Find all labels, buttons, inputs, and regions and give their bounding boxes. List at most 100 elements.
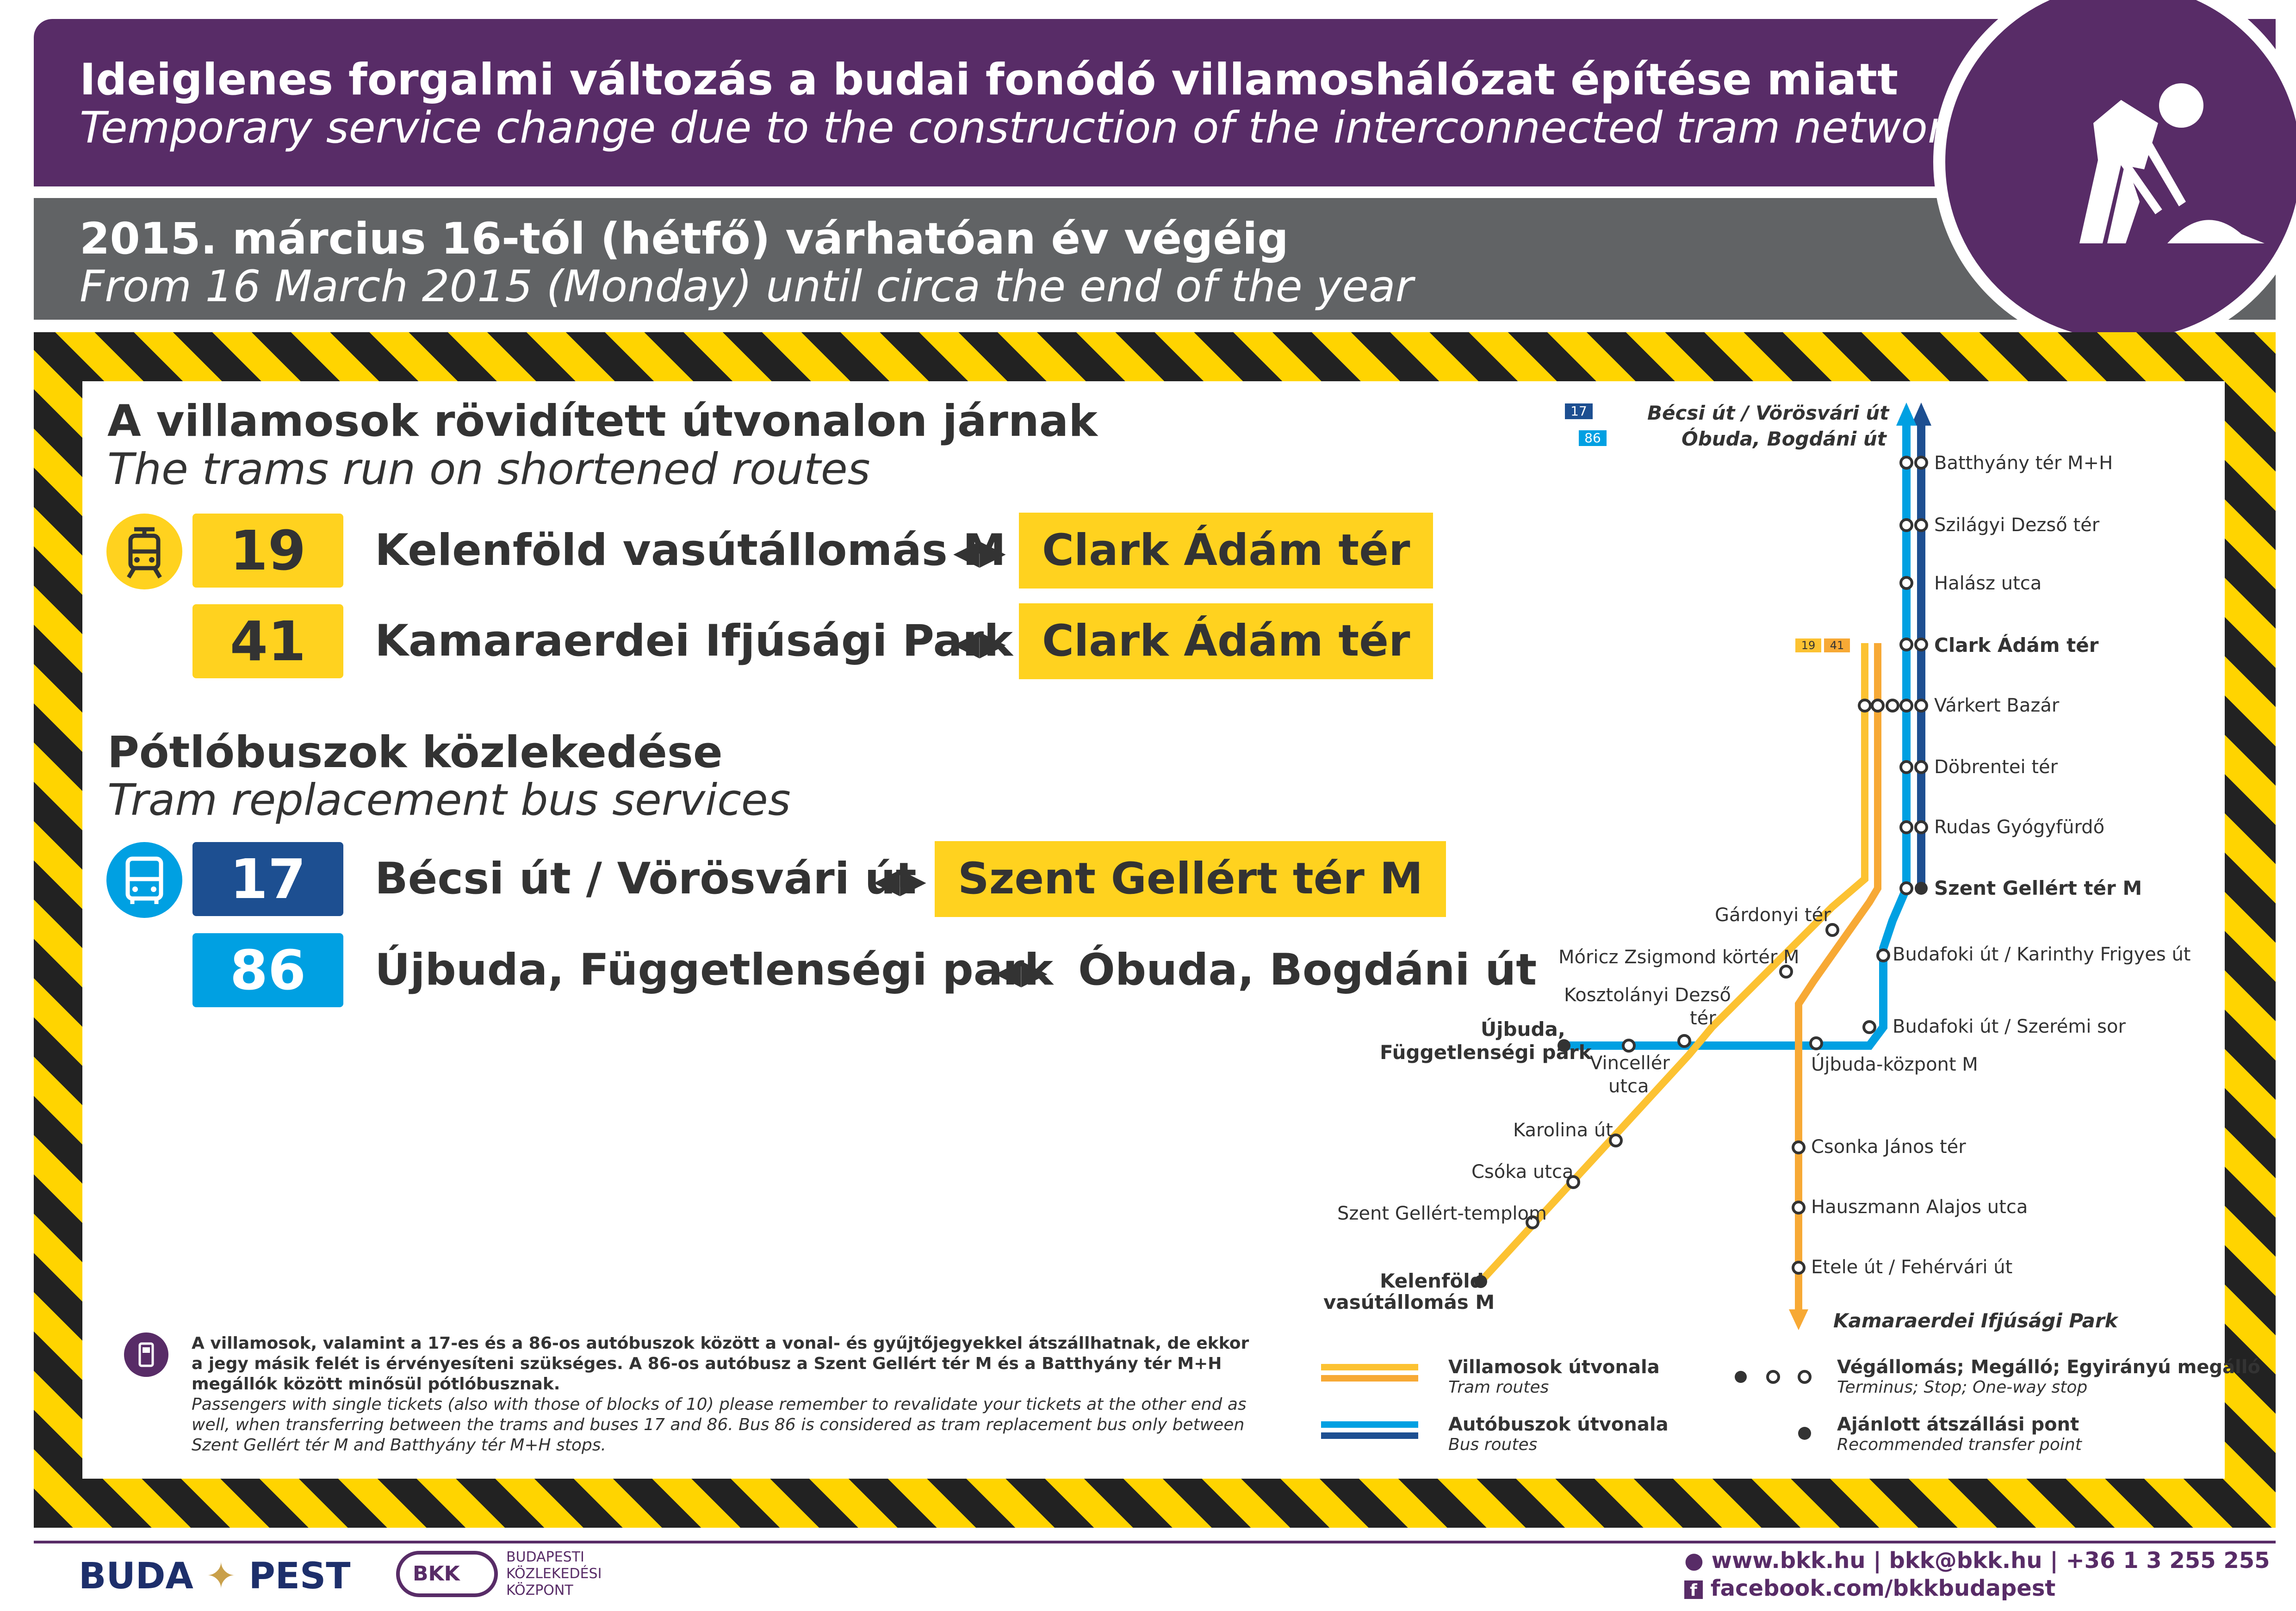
legend-bus-label: Autóbuszok útvonala [1448, 1414, 1669, 1435]
tram-section-subheading: The trams run on shortened routes [107, 444, 870, 495]
stop-clark: Clark Ádám tér [1934, 634, 2099, 657]
bkk-name-line-2: KÖZLEKEDÉSI [506, 1566, 602, 1582]
legend-terminus-dot [1735, 1371, 1747, 1383]
route-17-badge: 17 [192, 842, 343, 916]
contact-info[interactable]: ● www.bkk.hu | bkk@bkk.hu | +36 1 3 255 … [1684, 1548, 2270, 1574]
terminus-dot [1915, 882, 1928, 895]
stop-gardonyi: Gárdonyi tér [1715, 905, 1831, 926]
budapest-logo-right: PEST [248, 1555, 351, 1597]
bidirectional-arrow-icon: ◀▶ [953, 623, 1006, 663]
route-17-arrow-icon [1911, 403, 1931, 426]
tram-41-route-line [1795, 643, 1881, 1314]
header-banner [34, 19, 2276, 186]
date-hungarian: 2015. március 16-tól (hétfő) várhatóan é… [80, 214, 1289, 264]
stop-kosztolanyi-2: tér [1690, 1008, 1716, 1029]
legend-oneway-stop-dot [1798, 1370, 1812, 1384]
stop-gellert-m: Szent Gellért tér M [1934, 877, 2142, 899]
stop-csoka: Csóka utca [1471, 1161, 1574, 1183]
construction-worker-icon [2079, 83, 2265, 243]
stop-gellert-templom: Szent Gellért-templom [1337, 1203, 1547, 1224]
tram-19-route-line [1478, 643, 1868, 1284]
bus-section-heading: Pótlóbuszok közlekedése [107, 727, 723, 778]
bus-icon [106, 842, 182, 918]
legend-stops-label-en: Terminus; Stop; One-way stop [1837, 1378, 2088, 1397]
stop-szilagyi: Szilágyi Dezső tér [1934, 514, 2100, 536]
bkk-name-line-1: BUDAPESTI [506, 1549, 584, 1565]
stop-budafoki-karinthy: Budafoki út / Karinthy Frigyes út [1893, 944, 2191, 965]
legend-tram-label: Villamosok útvonala [1448, 1357, 1660, 1378]
title-english: Temporary service change due to the cons… [80, 103, 2150, 153]
bkk-name-line-3: KÖZPONT [506, 1582, 573, 1599]
stop-ujbuda: Újbuda, [1481, 1018, 1565, 1041]
budapest-logo: BUDA ✦ PEST [79, 1555, 350, 1597]
stop-batthyany: Batthyány tér M+H [1934, 452, 2113, 474]
date-banner [34, 198, 2276, 320]
map-badge-86: 86 [1579, 430, 1607, 446]
map-dest-17: Bécsi út / Vörösvári út [1647, 402, 1889, 424]
legend-tram-line [1321, 1375, 1418, 1382]
stop-karolina: Karolina út [1513, 1120, 1613, 1141]
route-17-origin: Bécsi út / Vörösvári út [375, 854, 917, 904]
route-86-arrow-icon [1896, 403, 1917, 426]
legend-stops-label: Végállomás; Megálló; Egyirányú megálló [1837, 1357, 2260, 1378]
stop-ujbuda-2: Függetlenségi park [1380, 1041, 1592, 1064]
title-hungarian: Ideiglenes forgalmi változás a budai fon… [80, 55, 1899, 105]
stop-varkert: Várkert Bazár [1934, 695, 2060, 716]
bkk-logo: BKK [396, 1551, 498, 1597]
bkk-name: BUDAPESTI KÖZLEKEDÉSI KÖZPONT [506, 1549, 602, 1599]
route-86-destination: Óbuda, Bogdáni út [1078, 945, 1537, 995]
legend-bus-label-en: Bus routes [1448, 1435, 1538, 1454]
stop-vinceller-2: utca [1608, 1076, 1649, 1097]
tram-section-heading: A villamosok rövidített útvonalon járnak [107, 396, 1098, 446]
legend-transfer-icon [1798, 1427, 1811, 1440]
route-41-arrow-icon [1789, 1309, 1808, 1330]
stop-ujbuda-kozpont: Újbuda-központ M [1811, 1054, 1978, 1075]
note-hungarian: A villamosok, valamint a 17-es és a 86-o… [192, 1334, 1249, 1394]
stop-kelenfold: Kelenföld [1380, 1270, 1484, 1292]
stop-rudas: Rudas Gyógyfürdő [1934, 817, 2105, 838]
legend-tram-line [1321, 1364, 1418, 1370]
contact-text[interactable]: www.bkk.hu | bkk@bkk.hu | +36 1 3 255 25… [1711, 1548, 2270, 1574]
route-86-badge: 86 [192, 933, 343, 1007]
stop-vinceller: Vincellér [1590, 1053, 1670, 1074]
stop-etele: Etele út / Fehérvári út [1811, 1257, 2013, 1278]
legend-transfer-label-en: Recommended transfer point [1837, 1435, 2082, 1454]
stop-kamaraerdei: Kamaraerdei Ifjúsági Park [1833, 1309, 2118, 1332]
terminus-dot [1474, 1275, 1487, 1288]
stop-dobrentei: Döbrentei tér [1934, 756, 2058, 778]
footer-divider [34, 1541, 2276, 1543]
map-badge-19: 19 [1795, 638, 1821, 652]
stop-moricz: Móricz Zsigmond körtér M [1558, 947, 1800, 968]
crest-icon: ✦ [193, 1555, 249, 1597]
route-41-badge: 41 [192, 604, 343, 678]
info-icon: ● [1684, 1548, 1712, 1574]
stop-hauszmann: Hauszmann Alajos utca [1811, 1196, 2028, 1218]
facebook-icon: f [1684, 1580, 1703, 1600]
legend-stop-dot [1766, 1370, 1780, 1384]
route-19-badge: 19 [192, 514, 343, 588]
legend-transfer-label: Ajánlott átszállási pont [1837, 1414, 2079, 1435]
route-86-origin: Újbuda, Függetlenségi park [375, 945, 1054, 995]
facebook-link[interactable]: f facebook.com/bkkbudapest [1684, 1575, 2055, 1601]
facebook-text[interactable]: facebook.com/bkkbudapest [1710, 1575, 2056, 1601]
stop-markers [1526, 456, 1928, 1275]
stop-kelenfold-2: vasútállomás M [1323, 1291, 1495, 1314]
map-badge-17: 17 [1565, 403, 1593, 419]
budapest-logo-left: BUDA [79, 1555, 193, 1597]
ticket-validator-icon [124, 1332, 168, 1377]
route-41-origin: Kamaraerdei Ifjúsági Park [375, 616, 1013, 666]
bidirectional-arrow-icon: ◀▶ [874, 861, 926, 900]
bidirectional-arrow-icon: ◀▶ [953, 532, 1006, 572]
route-19-destination: Clark Ádám tér [1019, 513, 1433, 589]
bidirectional-arrow-icon: ◀▶ [995, 952, 1048, 991]
route-17-destination: Szent Gellért tér M [935, 841, 1446, 917]
stop-csonka: Csonka János tér [1811, 1136, 1966, 1158]
stop-budafoki-szeremi: Budafoki út / Szerémi sor [1893, 1016, 2126, 1037]
legend-bus-line [1321, 1421, 1418, 1428]
bus-section-subheading: Tram replacement bus services [107, 775, 791, 825]
note-english: Passengers with single tickets (also wit… [192, 1395, 1247, 1455]
date-english: From 16 March 2015 (Monday) until circa … [80, 261, 1414, 312]
route-19-origin: Kelenföld vasútállomás M [375, 525, 1006, 576]
map-badge-41: 41 [1824, 638, 1850, 652]
